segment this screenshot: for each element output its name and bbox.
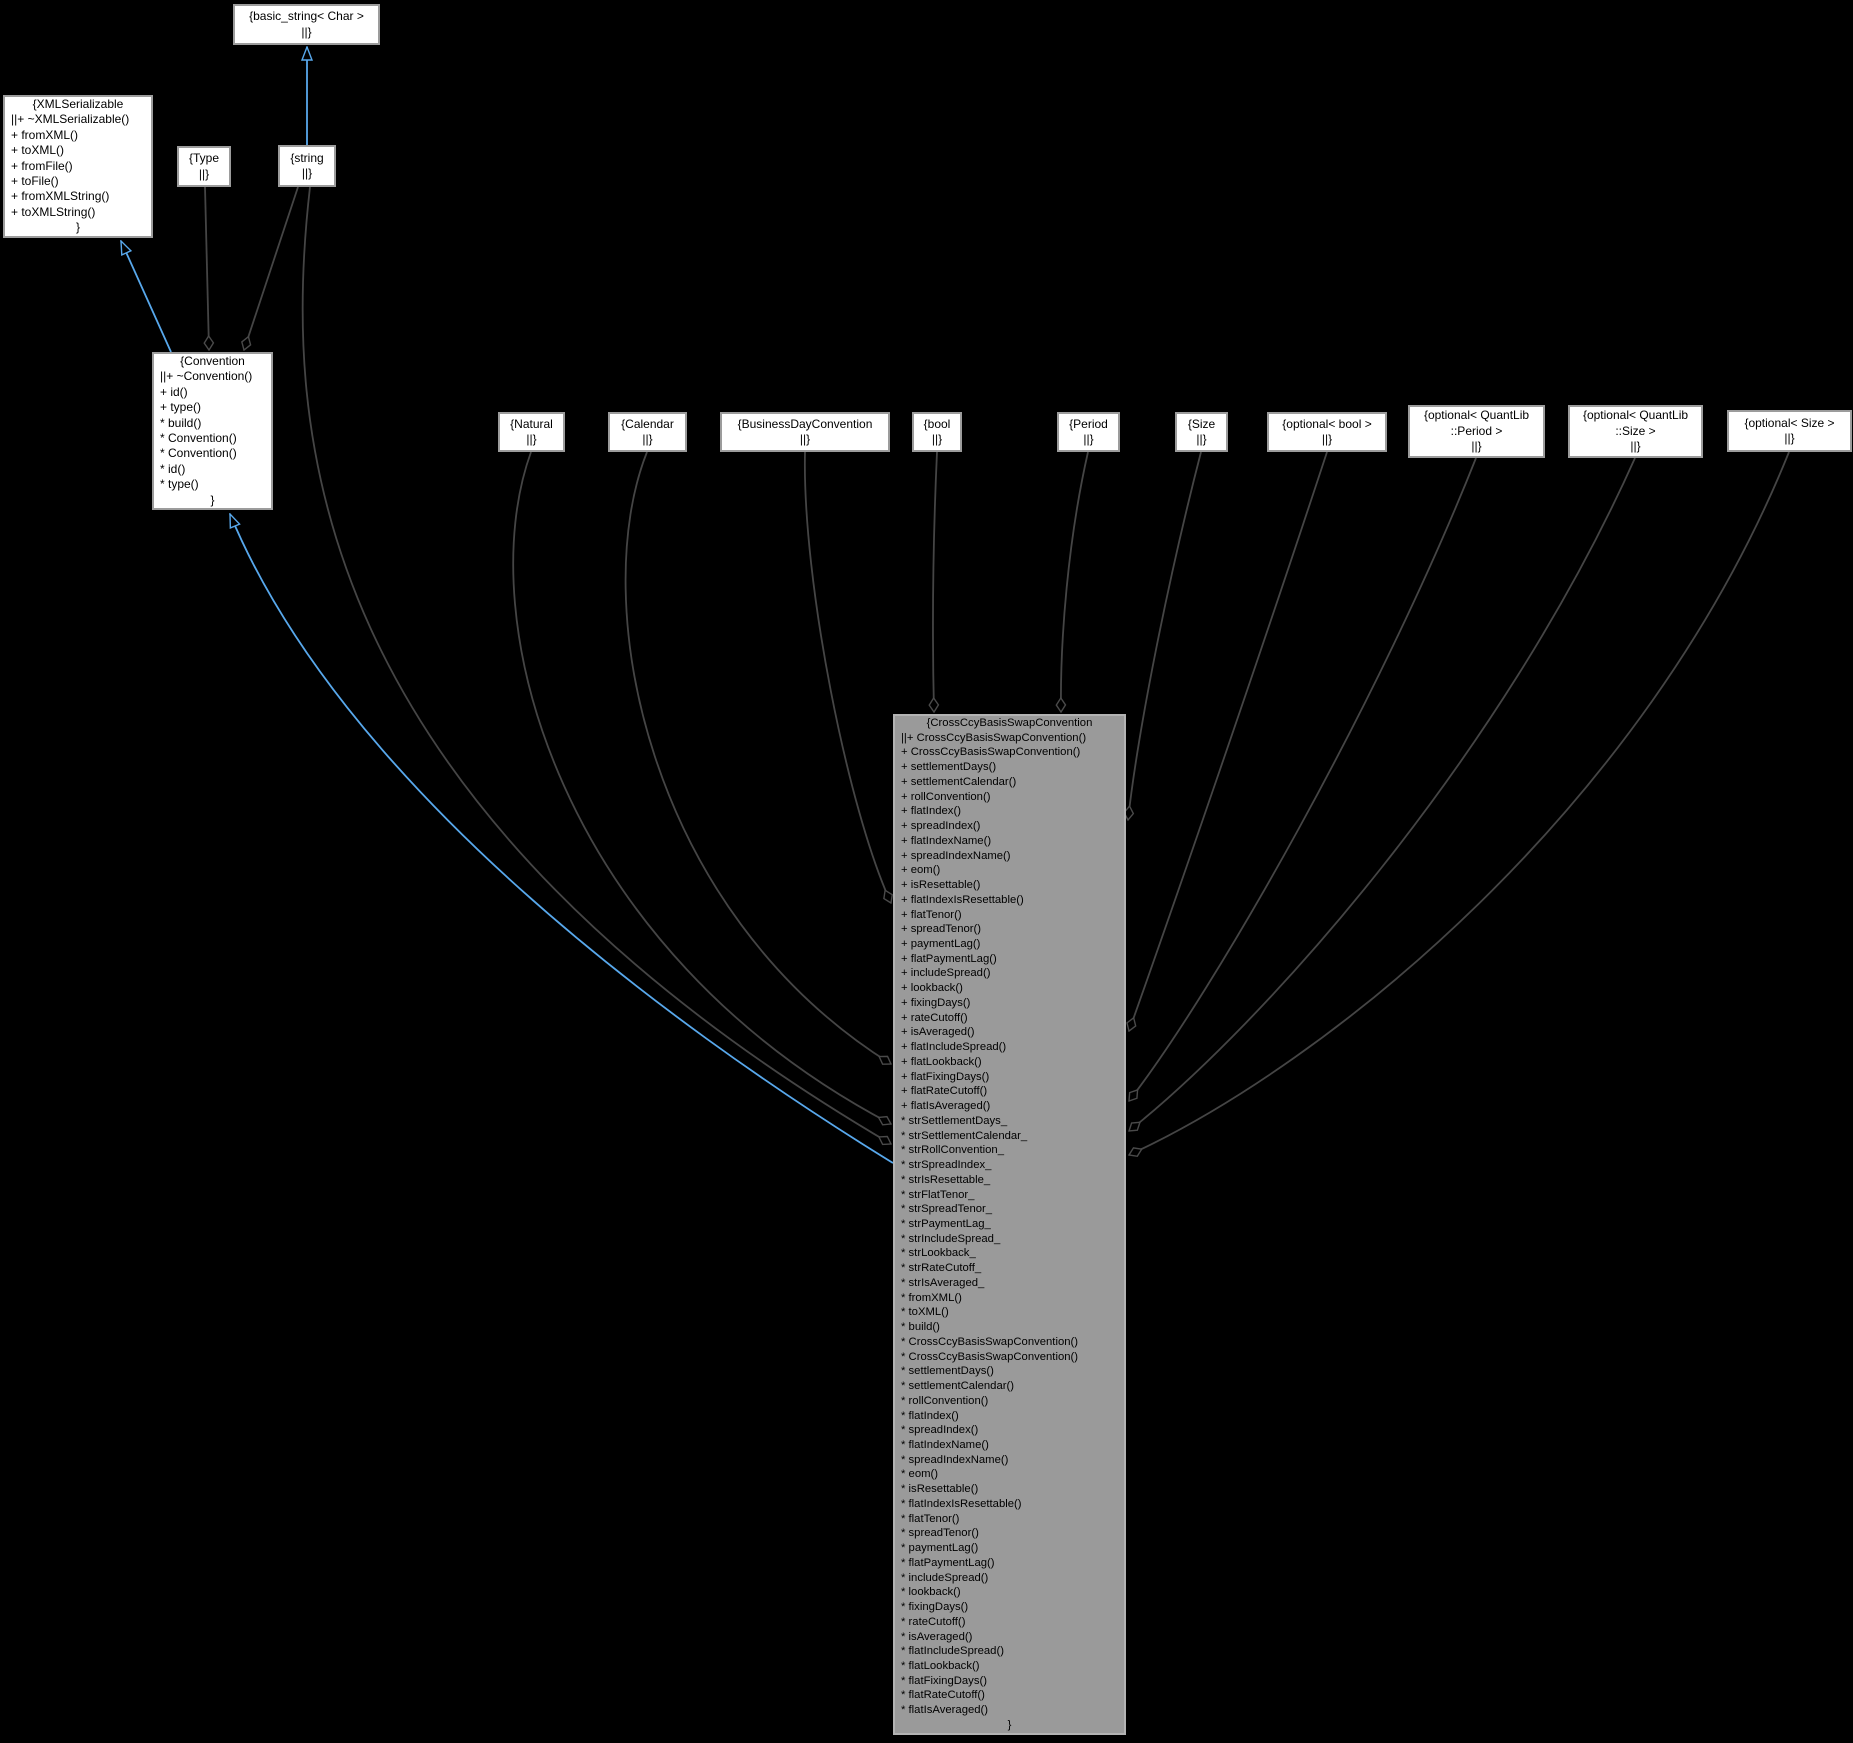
class-node-natural[interactable]: {Natural ||} (498, 412, 565, 452)
class-members: ||+ ~Convention() + id() + type() * buil… (160, 369, 253, 492)
edge-convention-inherits-xmlserializable (120, 241, 172, 353)
edge-crossccy-aggregates-optional-bool (1129, 451, 1328, 1031)
class-node-convention[interactable]: {Convention ||+ ~Convention() + id() + t… (152, 352, 273, 510)
class-node-optional-quantlib-period[interactable]: {optional< QuantLib ::Period > ||} (1408, 405, 1545, 458)
edge-crossccy-aggregates-calendar (624, 451, 891, 1064)
class-title: {XMLSerializable (32, 97, 124, 111)
class-node-basic-string[interactable]: {basic_string< Char > ||} (233, 4, 380, 45)
class-node-type[interactable]: {Type ||} (177, 146, 231, 187)
class-node-businessdayconvention[interactable]: {BusinessDayConvention ||} (720, 412, 890, 452)
class-node-size[interactable]: {Size ||} (1175, 412, 1228, 452)
edge-crossccy-aggregates-optional-size (1129, 451, 1790, 1155)
edge-crossccy-aggregates-period (1061, 451, 1089, 712)
edge-convention-aggregates-type (205, 186, 209, 350)
class-close-brace: } (1007, 1718, 1012, 1731)
class-title: {CrossCcyBasisSwapConvention (926, 717, 1093, 729)
class-node-period[interactable]: {Period ||} (1057, 412, 1120, 452)
edge-convention-aggregates-string (244, 186, 299, 350)
edge-crossccy-aggregates-optional-quantlib-period (1129, 457, 1477, 1101)
edge-crossccy-aggregates-string (301, 186, 891, 1144)
class-node-string[interactable]: {string ||} (278, 145, 336, 187)
edge-crossccy-aggregates-natural (512, 451, 891, 1124)
edge-crossccy-aggregates-businessdayconvention (803, 451, 891, 903)
class-members: ||+ CrossCcyBasisSwapConvention() + Cros… (901, 731, 1087, 1717)
class-node-crossccybasisswapconvention[interactable]: {CrossCcyBasisSwapConvention ||+ CrossCc… (893, 714, 1126, 1735)
class-node-optional-bool[interactable]: {optional< bool > ||} (1267, 412, 1387, 452)
class-title: {Convention (180, 354, 245, 368)
class-node-optional-size[interactable]: {optional< Size > ||} (1727, 410, 1852, 452)
edge-crossccy-aggregates-optional-quantlib-size (1129, 457, 1636, 1131)
edge-crossccy-inherits-convention (229, 514, 894, 1164)
edge-crossccy-aggregates-bool (933, 451, 937, 712)
class-node-xmlserializable[interactable]: {XMLSerializable ||+ ~XMLSerializable() … (3, 95, 153, 238)
class-node-bool[interactable]: {bool ||} (912, 412, 962, 452)
class-close-brace: } (75, 220, 80, 235)
edge-crossccy-aggregates-size (1128, 451, 1202, 820)
class-node-calendar[interactable]: {Calendar ||} (608, 412, 687, 452)
class-node-optional-quantlib-size[interactable]: {optional< QuantLib ::Size > ||} (1568, 405, 1703, 458)
class-close-brace: } (210, 492, 215, 507)
class-members: ||+ ~XMLSerializable() + fromXML() + toX… (11, 112, 130, 219)
